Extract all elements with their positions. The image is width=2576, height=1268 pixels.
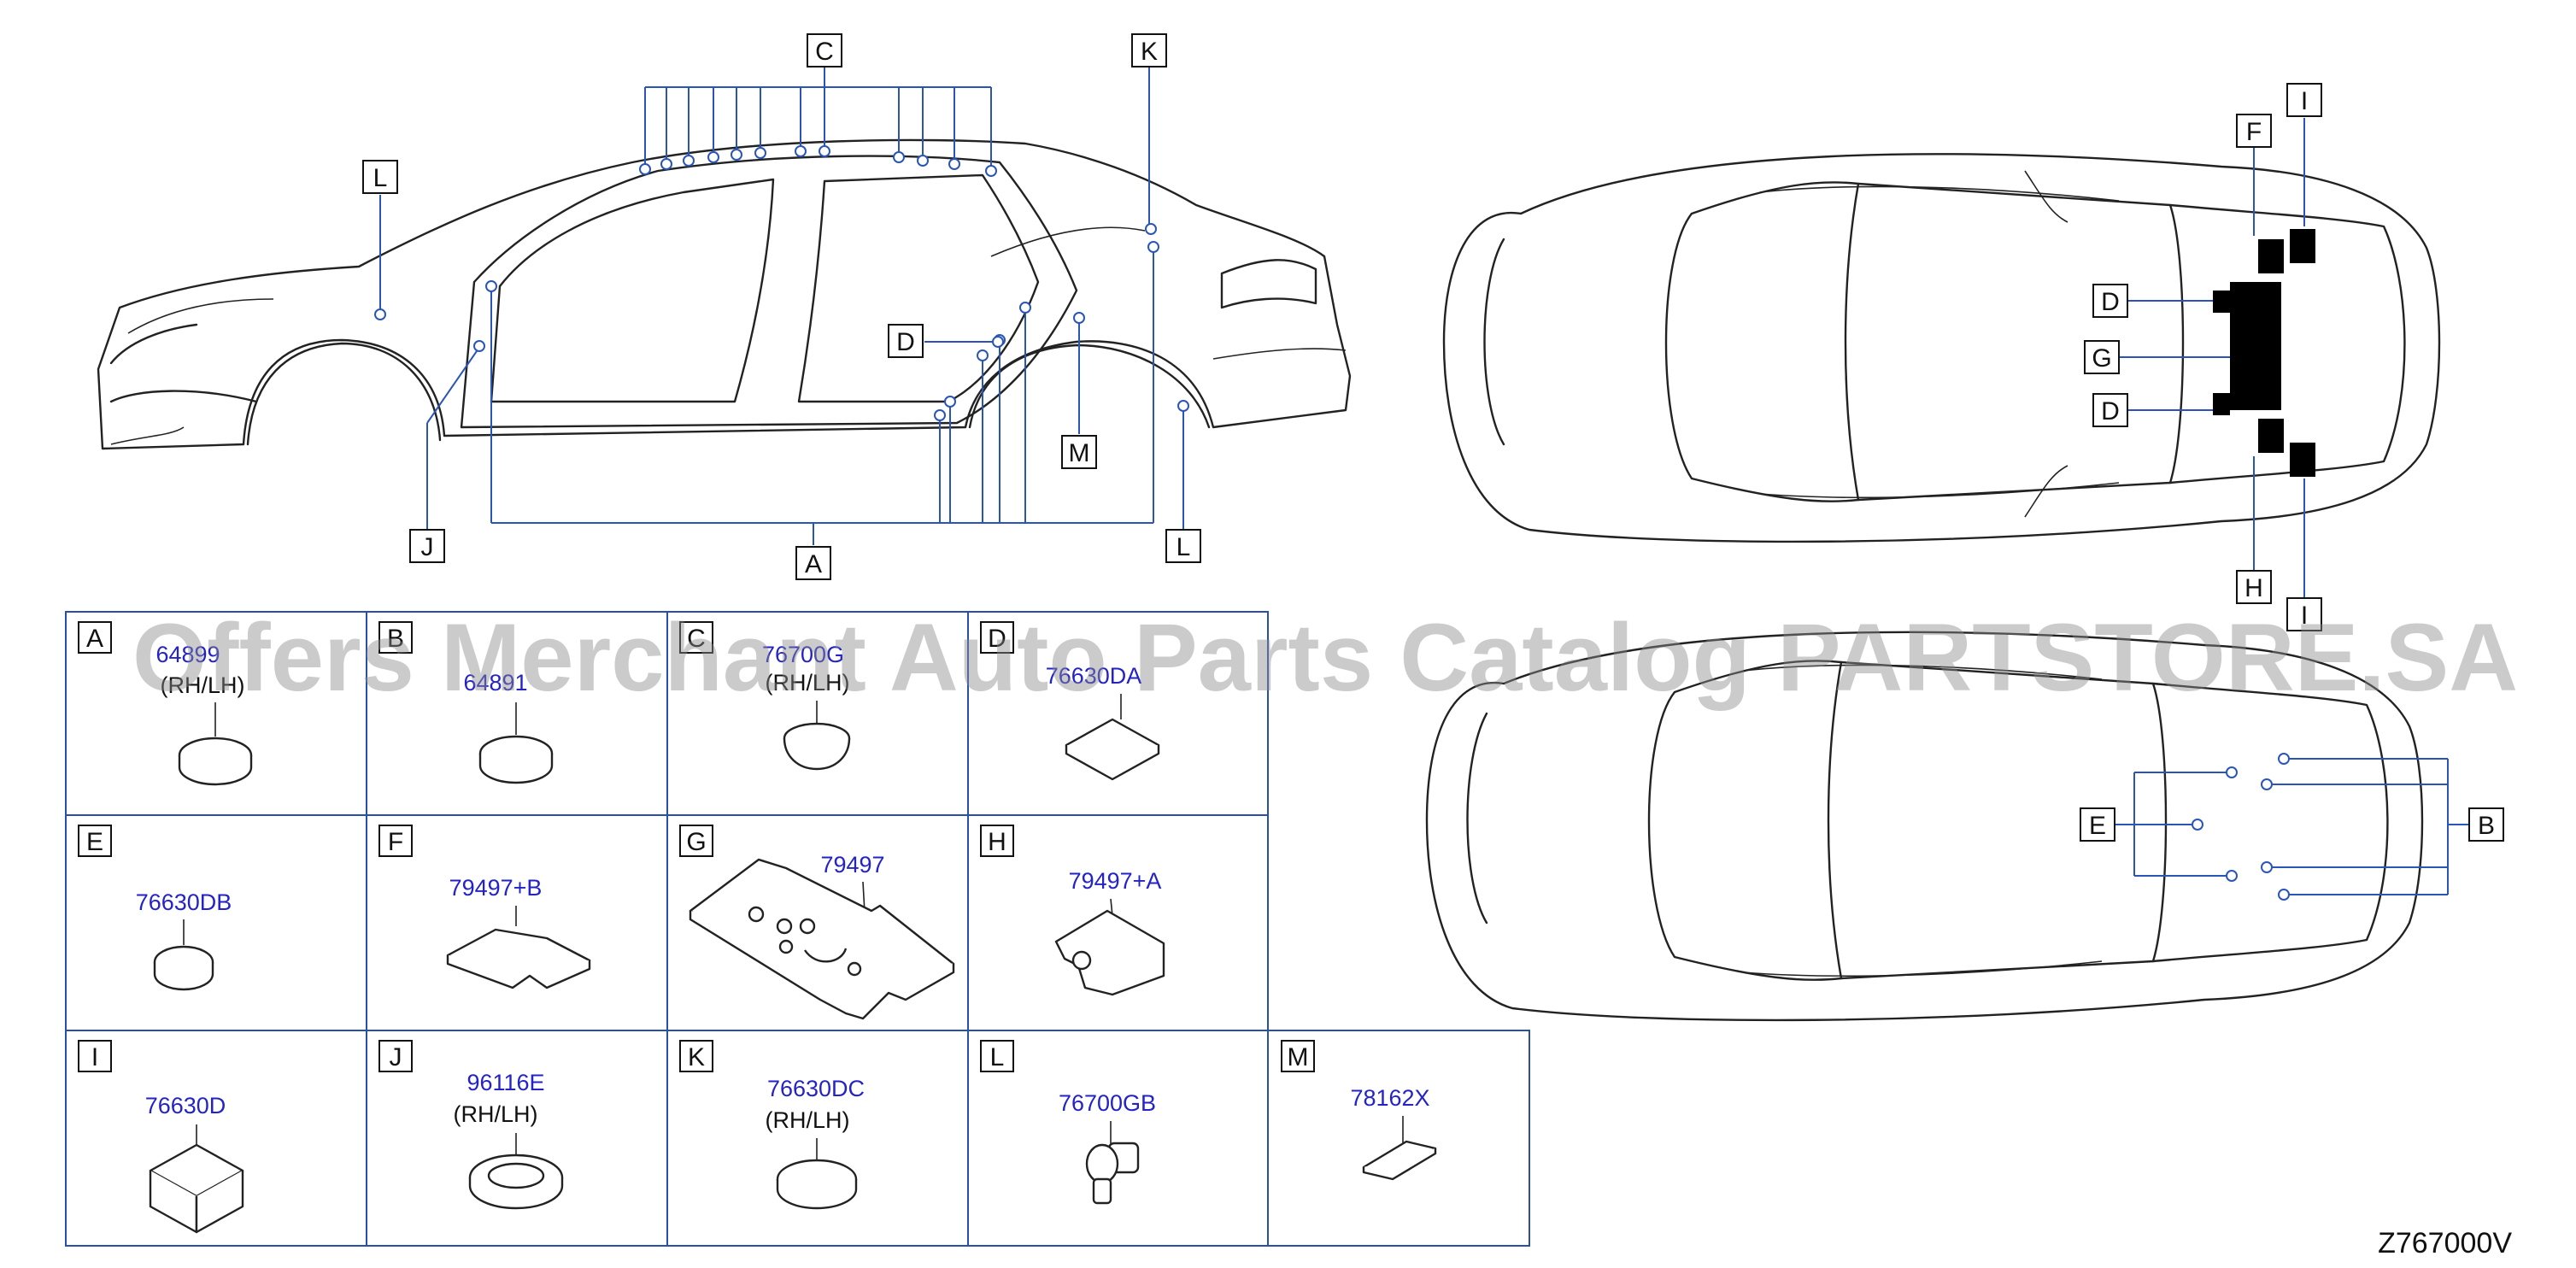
callout-c-leader [639,67,997,177]
part-cell-k[interactable]: K 76630DC (RH/LH) [679,1040,865,1210]
svg-text:A: A [86,625,103,653]
part-cell-b[interactable]: B 64891 [378,621,554,784]
svg-text:I: I [91,1043,98,1071]
svg-text:H: H [988,828,1006,856]
parts-table [65,611,1530,1247]
callout-d-bottom[interactable]: D [2092,393,2128,427]
svg-text:64899: 64899 [155,642,220,667]
svg-text:(RH/LH): (RH/LH) [454,1101,538,1127]
part-cell-c[interactable]: C 76700G (RH/LH) [679,621,851,771]
top-view-car-2 [1425,631,2469,1022]
callout-l-rear[interactable]: L [1165,529,1201,563]
callout-m[interactable]: M [1061,435,1097,469]
svg-text:L: L [990,1043,1005,1071]
callout-j[interactable]: J [409,529,445,563]
diagram-code: Z767000V [2378,1227,2512,1259]
part-cell-a[interactable]: A 64899 (RH/LH) [78,621,253,786]
part-cell-f[interactable]: F 79497+B [378,825,591,989]
svg-text:76700G: 76700G [762,642,844,667]
svg-text:C: C [687,625,706,653]
callout-g[interactable]: G [2084,340,2120,374]
callout-k[interactable]: K [1131,33,1167,68]
svg-text:M: M [1288,1043,1309,1071]
svg-text:M: M [1069,439,1090,467]
svg-text:76630DA: 76630DA [1046,663,1142,689]
svg-text:(RH/LH): (RH/LH) [766,1107,850,1133]
svg-text:64891: 64891 [463,670,527,696]
svg-text:B: B [2478,812,2495,840]
callout-i-top[interactable]: I [2286,83,2322,117]
callout-h[interactable]: H [2236,570,2272,604]
svg-text:(RH/LH): (RH/LH) [766,670,850,696]
svg-text:G: G [2092,344,2111,373]
svg-text:(RH/LH): (RH/LH) [161,672,245,698]
callout-a-leader [485,241,1159,545]
part-cell-l[interactable]: L 76700GB [980,1040,1156,1205]
svg-text:A: A [805,550,822,578]
svg-text:79497+B: 79497+B [449,875,543,901]
callout-l-front[interactable]: L [362,160,398,194]
svg-text:76630DC: 76630DC [767,1076,865,1101]
svg-text:F: F [388,828,403,856]
svg-text:D: D [896,328,915,356]
svg-text:C: C [815,38,834,66]
svg-text:79497: 79497 [820,852,884,878]
watermark-text: Offers Merchant Auto Parts Catalog PARTS… [132,604,2518,711]
callout-e[interactable]: E [2080,807,2115,842]
svg-text:I: I [2301,87,2308,115]
svg-text:D: D [988,625,1006,653]
part-cell-e[interactable]: E 76630DB [78,825,232,991]
svg-text:J: J [421,533,434,561]
side-view-car [97,67,1352,545]
part-cell-d[interactable]: D 76630DA [980,621,1160,781]
callout-a[interactable]: A [795,546,831,580]
svg-text:76630DB: 76630DB [136,889,232,915]
part-cell-m[interactable]: M 78162X [1281,1040,1437,1181]
svg-text:F: F [2246,118,2262,146]
part-cell-j[interactable]: J 96116E (RH/LH) [378,1040,564,1210]
svg-text:76700GB: 76700GB [1059,1090,1156,1116]
callout-i-bottom[interactable]: I [2286,597,2322,631]
part-cell-i[interactable]: I 76630D [78,1040,244,1234]
svg-text:J: J [390,1043,402,1071]
top-view-car-1 [1442,118,2441,598]
pad-g-top [2230,282,2281,410]
svg-text:I: I [2301,602,2308,630]
svg-text:E: E [86,828,103,856]
part-cell-h[interactable]: H 79497+A [980,825,1165,996]
callout-d-top[interactable]: D [2092,284,2128,318]
svg-text:L: L [1177,533,1191,561]
callout-c[interactable]: C [807,33,842,68]
svg-text:78162X: 78162X [1350,1085,1429,1111]
part-cell-g[interactable]: G 79497 [679,825,955,1020]
svg-text:D: D [2101,288,2120,316]
svg-text:76630D: 76630D [145,1093,226,1118]
svg-text:96116E: 96116E [466,1070,544,1095]
callout-d-side[interactable]: D [888,324,924,358]
svg-text:K: K [688,1043,705,1071]
svg-text:K: K [1141,38,1158,66]
svg-text:H: H [2244,574,2263,602]
svg-text:D: D [2101,397,2120,426]
callout-f[interactable]: F [2236,114,2272,148]
svg-text:B: B [387,625,404,653]
svg-text:79497+A: 79497+A [1069,868,1162,894]
diagram-callouts: C K L D M J A L F I D G D H I E B [362,33,2504,842]
svg-text:L: L [373,164,388,192]
callout-b[interactable]: B [2468,807,2504,842]
svg-text:E: E [2089,812,2106,840]
svg-text:G: G [686,828,706,856]
